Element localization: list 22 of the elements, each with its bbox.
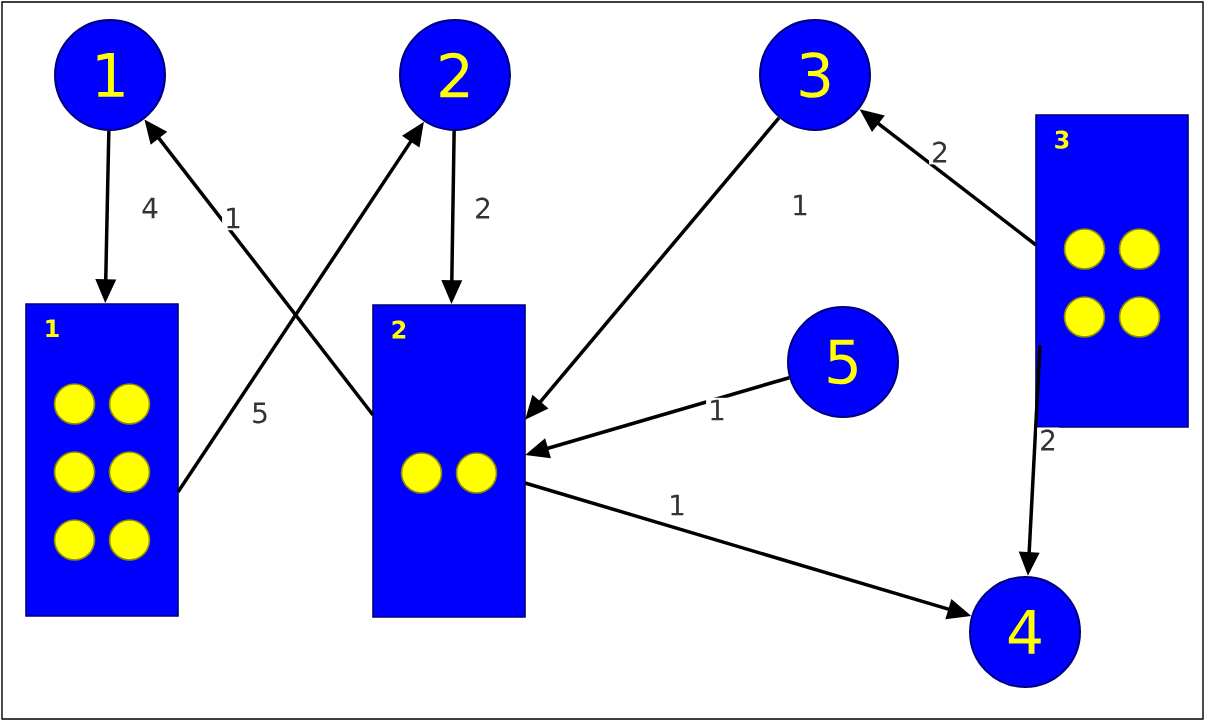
token-dot	[53, 383, 96, 425]
place-box: 2	[372, 304, 526, 618]
token-dot	[108, 519, 151, 561]
edge-label: 2	[472, 195, 494, 221]
token-dot	[1063, 228, 1106, 270]
edge-label: 1	[666, 492, 688, 518]
token-dot	[53, 451, 96, 493]
token-dot	[1063, 296, 1106, 338]
edge-label: 2	[929, 139, 951, 165]
edge-label: 1	[706, 397, 728, 423]
edge-label: 5	[249, 400, 271, 426]
edge-label: 4	[139, 195, 161, 221]
token-dot	[455, 452, 498, 494]
token-dot	[400, 452, 443, 494]
token-dot	[108, 451, 151, 493]
token-dot	[1118, 296, 1161, 338]
token-dot	[108, 383, 151, 425]
edge-label: 1	[789, 192, 811, 218]
edge-label: 2	[1037, 427, 1059, 453]
edge-label: 1	[222, 205, 244, 231]
token-dot	[1118, 228, 1161, 270]
token-dot	[53, 519, 96, 561]
